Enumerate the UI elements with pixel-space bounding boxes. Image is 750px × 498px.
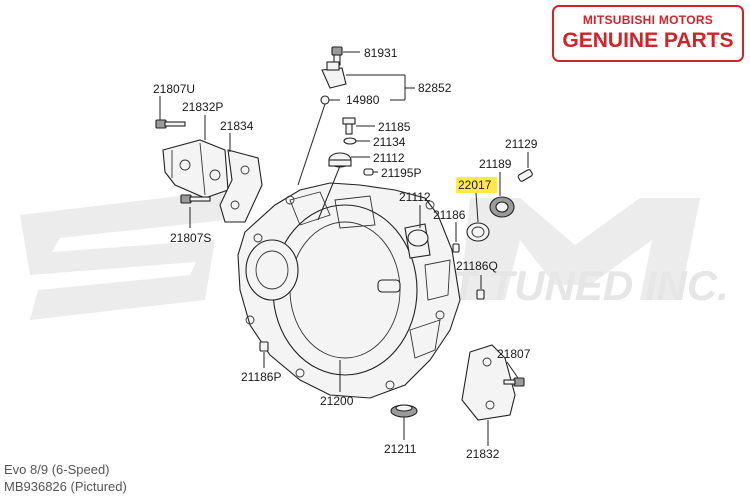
label-82852[interactable]: 82852 (418, 81, 452, 95)
caption-part-number: MB936826 (Pictured) (4, 479, 127, 494)
label-22017[interactable]: 22017 (458, 178, 492, 192)
label-21200[interactable]: 21200 (320, 394, 354, 408)
label-21211[interactable]: 21211 (384, 442, 417, 456)
label-21112-top[interactable]: 21112 (373, 151, 405, 165)
label-21807S[interactable]: 21807S (170, 231, 211, 245)
mitsubishi-genuine-parts-badge: MITSUBISHI MOTORS GENUINE PARTS (552, 5, 744, 62)
seal-21189[interactable] (489, 196, 515, 218)
pin-21186[interactable] (452, 243, 460, 253)
label-21832[interactable]: 21832 (466, 447, 500, 461)
label-21186[interactable]: 21186 (433, 208, 466, 222)
transmission-case[interactable] (237, 182, 461, 399)
watermark-m-shape (460, 198, 700, 300)
cap-21112-top[interactable] (328, 152, 352, 168)
label-21834[interactable]: 21834 (220, 119, 254, 133)
label-21112-mid[interactable]: 21112 (399, 190, 431, 204)
watermark-s-shape (20, 190, 230, 320)
label-21186Q[interactable]: 21186Q (456, 259, 498, 273)
brand-line-2: GENUINE PARTS (562, 29, 734, 52)
sensor-82852[interactable] (321, 61, 347, 89)
caption-model: Evo 8/9 (6-Speed) (4, 462, 110, 477)
plug-21185[interactable] (342, 117, 356, 135)
pin-21186Q[interactable] (476, 289, 485, 300)
label-21189[interactable]: 21189 (479, 157, 512, 171)
brand-line-1: MITSUBISHI MOTORS (582, 13, 714, 27)
label-21807[interactable]: 21807 (497, 347, 531, 361)
seal-22017[interactable] (466, 222, 490, 242)
bracket-upper-left[interactable] (162, 139, 229, 199)
bolt-81931[interactable] (331, 46, 343, 66)
part-labels: 81931 82852 14980 21807U 21832P 21834 21… (153, 46, 538, 461)
label-21807U[interactable]: 21807U (153, 82, 195, 96)
label-21129[interactable]: 21129 (505, 137, 538, 151)
leader-lines (159, 51, 529, 446)
bolt-21807S[interactable] (180, 194, 211, 204)
label-21195P[interactable]: 21195P (381, 166, 421, 180)
label-21185[interactable]: 21185 (378, 120, 411, 134)
label-21832P[interactable]: 21832P (182, 100, 223, 114)
highlight-22017 (456, 177, 497, 193)
bracket-21832[interactable] (461, 344, 516, 421)
o-ring-14980[interactable] (320, 95, 330, 105)
watermark-logo: STREET TUNED INC. (20, 190, 729, 320)
gasket-21134[interactable] (343, 137, 357, 145)
seal-21211[interactable] (390, 404, 418, 418)
label-14980[interactable]: 14980 (346, 93, 380, 107)
bolt-21807U[interactable] (155, 119, 186, 129)
pin-21186P[interactable] (259, 341, 269, 352)
bracket-21834[interactable] (219, 149, 263, 223)
pin-21195P[interactable] (363, 168, 374, 176)
label-21186P[interactable]: 21186P (241, 370, 281, 384)
label-81931[interactable]: 81931 (364, 46, 398, 60)
label-21134[interactable]: 21134 (373, 135, 406, 149)
pin-21129[interactable] (517, 169, 533, 182)
bolt-21807[interactable] (503, 377, 525, 387)
